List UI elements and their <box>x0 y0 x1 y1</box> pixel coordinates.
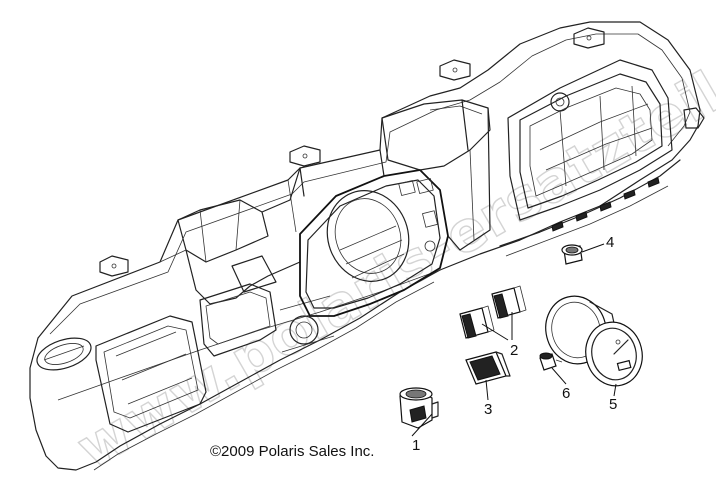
callout-5: 5 <box>609 396 617 413</box>
leader-4 <box>581 243 605 253</box>
callout-4: 4 <box>606 234 614 251</box>
center-bridge <box>381 99 491 251</box>
leader-2a <box>481 323 509 341</box>
watermark-text: www.polaris-ersatzteile.de <box>67 0 716 482</box>
left-glovebox <box>95 315 207 433</box>
callout-6: 6 <box>562 385 570 402</box>
left-vent <box>36 337 92 371</box>
center-console <box>199 255 335 357</box>
callouts: 1 2 3 4 5 6 <box>412 234 617 454</box>
dashboard-assembly <box>29 21 705 471</box>
callout-1: 1 <box>412 437 420 454</box>
leader-6 <box>551 367 567 385</box>
leader-1 <box>411 413 433 437</box>
gauge-bulb <box>539 352 563 371</box>
right-lower-tray <box>499 159 681 257</box>
indicator-lamp <box>561 244 583 265</box>
callout-3: 3 <box>484 401 492 418</box>
callout-2: 2 <box>510 342 518 359</box>
center-hump <box>159 167 301 305</box>
instrument-cluster-bezel <box>287 149 449 317</box>
right-glovebox <box>507 59 673 221</box>
rocker-switch <box>465 351 511 385</box>
speedometer-gauge <box>545 295 643 387</box>
leader-5 <box>613 383 617 397</box>
leader-3 <box>485 379 489 401</box>
mounting-tabs <box>99 27 705 277</box>
ignition-switch <box>399 387 439 429</box>
copyright-text: ©2009 Polaris Sales Inc. <box>210 443 374 460</box>
leader-lines <box>411 243 617 437</box>
rocker-switch-pair <box>459 285 527 339</box>
